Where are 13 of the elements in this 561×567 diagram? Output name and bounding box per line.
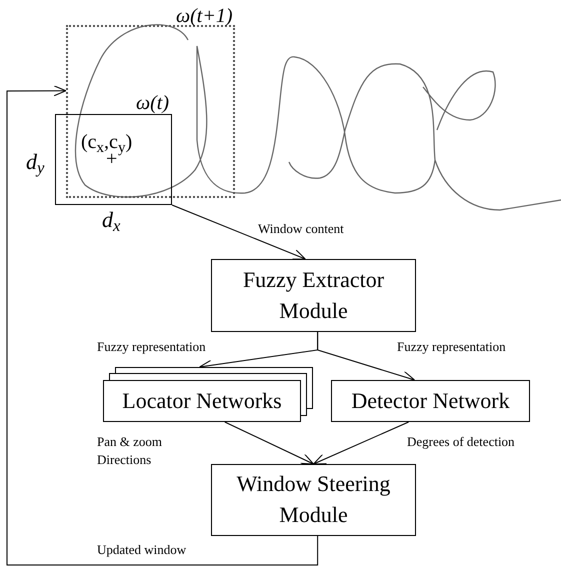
arrow <box>224 422 314 464</box>
process-box: Window Steering Module <box>211 464 416 536</box>
process-box: Detector Network <box>331 380 530 422</box>
dimension-label: d$_{y}$ <box>26 148 44 178</box>
window-label: ω(t) <box>136 91 169 116</box>
arrow <box>172 204 306 260</box>
arrow <box>317 332 416 382</box>
dimension-label: d$_{x}$ <box>102 206 120 236</box>
process-box: Fuzzy Extractor Module <box>211 259 416 332</box>
arrow <box>313 422 410 464</box>
process-box: Locator Networks <box>103 380 301 422</box>
window-label: ω(t+1) <box>176 4 232 29</box>
arrow <box>6 85 318 566</box>
